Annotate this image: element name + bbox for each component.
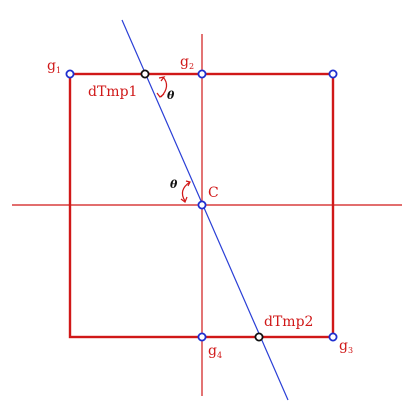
node-dtmp2 [254, 332, 264, 342]
label-g4: g4 [208, 343, 222, 360]
label-g3: g3 [339, 338, 353, 355]
node-g1 [65, 69, 75, 79]
angle-arc-center-arrow-b [180, 196, 188, 203]
node-corner-top-right [328, 69, 338, 79]
node-g4 [197, 332, 207, 342]
label-center-c: C [208, 185, 219, 201]
angle-arc-top-arrow-b [156, 92, 165, 98]
node-dtmp1 [140, 69, 150, 79]
label-g2: g2 [180, 54, 194, 71]
angle-arc-center-arrow-a [185, 180, 191, 187]
node-g2 [197, 69, 207, 79]
label-dtmp1: dTmp1 [88, 84, 137, 100]
label-dtmp2: dTmp2 [264, 314, 313, 330]
label-g1: g1 [47, 58, 61, 75]
angle-arc-center [181, 181, 191, 202]
node-center-c [197, 200, 207, 210]
theta-label-center: θ [170, 178, 178, 191]
angle-arc-top-arrow-a [158, 76, 166, 82]
theta-label-top: θ [167, 89, 175, 102]
node-g3 [328, 332, 338, 342]
